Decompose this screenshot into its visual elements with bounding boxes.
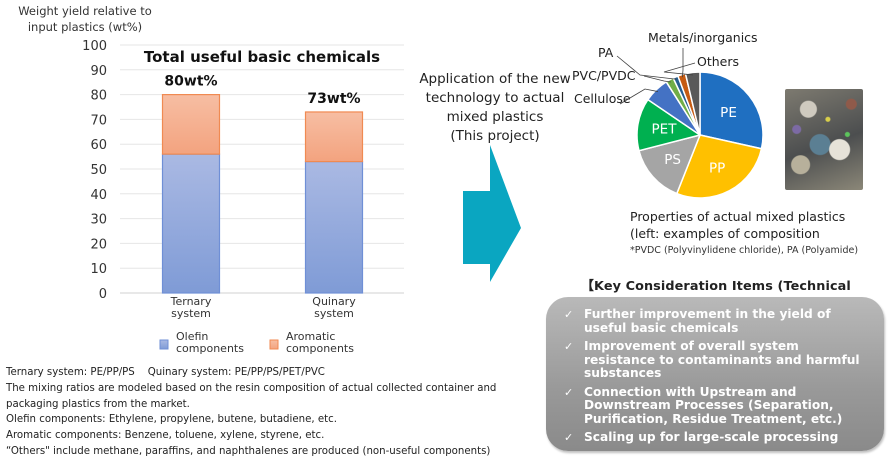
y-tick-label: 80 [90,89,107,104]
y-tick-label: 20 [90,237,107,252]
composition-pie-chart: PE PP PS PET Cellulose PVC/PVDC PA Metals/inorg… [572,30,764,199]
pie-slices [636,71,764,199]
list-item: ✓ Improvement of overall system resistanc… [556,339,874,381]
footnotes: Ternary system: PE/PP/PS Quinary system:… [6,365,546,460]
bar-olefin [304,160,364,294]
item-text: Further improvement in the yield of usef… [584,307,831,335]
y-axis-title-line: Weight yield relative to [18,4,152,18]
y-tick-label: 30 [90,213,107,228]
pie-label: PP [709,160,725,176]
bar-olefin [161,153,221,294]
abbreviation-note: *PVDC (Polyvinylidene chloride), PA (Pol… [630,245,859,256]
x-tick-label: system [171,307,211,320]
pie-slice-ps [638,133,702,195]
note-systems: Ternary system: PE/PP/PS Quinary system:… [6,367,325,378]
pie-labels: PE PP PS PET Cellulose PVC/PVDC PA Metals/inorg… [572,30,758,176]
y-tick-label: 100 [82,39,107,54]
properties-line: (left: examples of composition [630,226,820,241]
application-caption: Application of the new technology to act… [402,70,588,146]
properties-caption: Properties of actual mixed plastics (lef… [630,208,845,242]
caption-line: Application of the new [419,71,571,87]
bar-total-label: 73wt% [307,91,360,107]
item-text: Improvement of overall system resistance… [584,339,860,380]
arrow-shape [463,145,521,282]
y-axis-title-line: input plastics (wt%) [27,20,143,34]
key-considerations-box: ✓ Further improvement in the yield of use… [546,297,884,451]
bar-total-label: 80wt% [164,74,217,90]
mixed-plastics-photo [785,89,863,190]
note-aromatic: Aromatic components: Benzene, toluene, x… [6,430,325,442]
pie-slice-pet [636,98,702,152]
legend-label: Olefin [176,330,208,343]
note-mixing-ratios: The mixing ratios are modeled based on t… [6,382,497,410]
leader-line [643,75,671,83]
stacked-bar-chart: 0 10 20 30 40 50 60 70 80 90 100 80wt% 73wt% Total … [82,39,404,355]
x-tick-label: system [314,307,354,320]
x-tick-label: Quinary [312,295,356,308]
legend-label: Aromatic [286,330,335,343]
bar-aromatic [304,111,364,163]
key-considerations-list: ✓ Further improvement in the yield of use… [546,297,884,445]
pie-label: PA [598,45,614,60]
pie-slice-pe [699,71,764,150]
check-icon: ✓ [564,385,574,399]
y-tick-label: 10 [90,262,107,277]
note-olefin: Olefin components: Ethylene, propylene, … [6,414,337,426]
item-text: Scaling up for large-scale processing [584,430,839,444]
pie-label: PS [664,152,681,168]
check-icon: ✓ [564,340,574,353]
legend-swatch [269,339,279,350]
item-text: Connection with Upstream and Downstream … [584,384,843,426]
pie-label: PVC/PVDC [572,68,636,83]
check-icon: ✓ [564,308,574,321]
right-arrow-icon [463,145,521,282]
y-tick-label: 50 [90,163,107,178]
y-tick-label: 90 [90,64,107,79]
y-tick-label: 60 [90,138,107,153]
pie-label: PE [720,105,737,121]
caption-line: mixed plastics [446,109,544,125]
caption-line: (This project) [450,128,540,144]
leader-line [616,55,677,80]
pie-slice-others [684,71,701,136]
y-tick-label: 40 [90,188,107,203]
chart-title: Total useful basic chemicals [144,48,380,66]
leader-line [681,48,684,78]
y-tick-label: 70 [90,113,107,128]
check-icon: ✓ [564,431,574,444]
x-tick-label: Ternary [170,295,212,308]
pie-label: Metals/inorganics [648,30,758,45]
legend-label: components [286,342,354,355]
leader-line [663,62,696,76]
pie-label: PET [652,122,678,138]
pie-label: Cellulose [574,91,631,106]
caption-line: technology to actual [425,90,565,106]
list-item: ✓ Further improvement in the yield of use… [556,307,874,335]
list-item: ✓ Connection with Upstream and Downstream… [556,384,874,427]
note-others: “Others" include methane, paraffins, and… [6,445,491,457]
pie-slice-pp [675,134,763,199]
bar-aromatic [161,93,221,155]
legend-label: components [176,342,244,355]
y-axis-title: Weight yield relative to input plastics … [0,3,170,35]
pie-leader-lines [616,48,696,105]
leader-line [619,88,658,105]
y-tick-label: 0 [99,287,107,302]
pie-label: Others [697,54,739,69]
y-tick-labels: 0 10 20 30 40 50 60 70 80 90 100 [82,39,107,302]
list-item: ✓ Scaling up for large-scale processing [556,430,874,445]
bars: 80wt% 73wt% [161,74,364,294]
legend-swatch [159,339,169,350]
properties-line: Properties of actual mixed plastics [630,209,846,224]
